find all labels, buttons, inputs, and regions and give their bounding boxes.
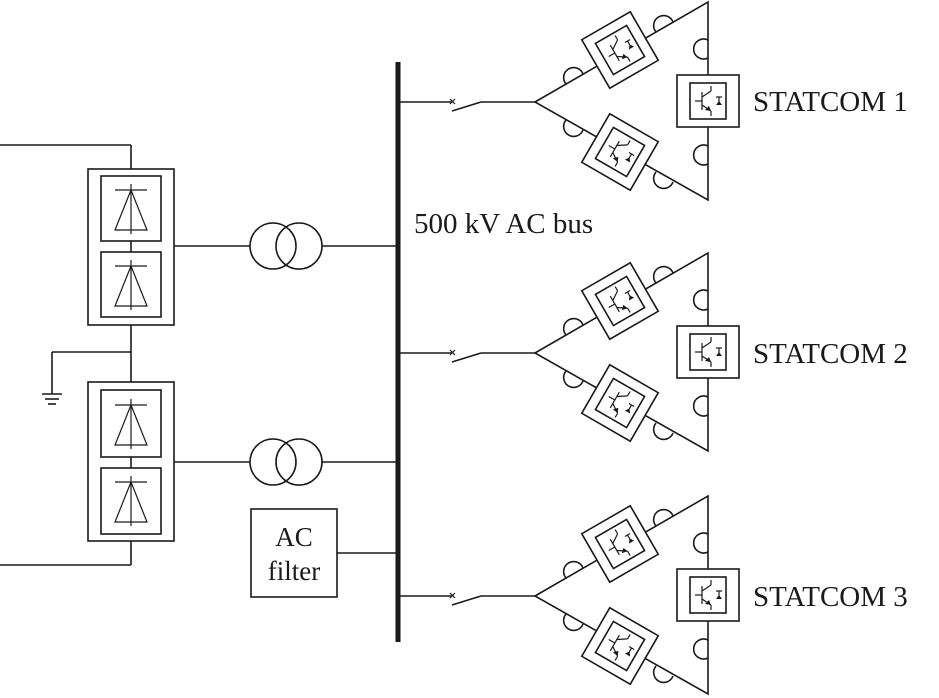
switch-blade xyxy=(451,101,482,112)
switch-blade xyxy=(451,352,482,363)
reactor-icon xyxy=(692,289,709,311)
reactor-icon xyxy=(562,560,584,579)
transformer-lower xyxy=(174,438,398,486)
switch-blade xyxy=(451,595,482,606)
converter-module-icon xyxy=(676,568,740,622)
rectifier-stack-upper xyxy=(0,144,175,326)
reactor-icon xyxy=(562,613,584,632)
rectifier-stack-lower xyxy=(0,381,175,566)
ac-filter-label-line1: AC xyxy=(275,522,313,552)
statcom-2-circuit xyxy=(398,251,740,453)
statcom-2-label: STATCOM 2 xyxy=(753,338,908,370)
breaker-x-icon xyxy=(449,349,456,356)
statcom-1-label: STATCOM 1 xyxy=(753,86,908,118)
statcom-3-circuit xyxy=(398,494,740,696)
reactor-icon xyxy=(652,508,674,527)
reactor-icon xyxy=(652,665,674,684)
reactor-icon xyxy=(692,532,709,554)
converter-module-icon xyxy=(580,261,660,341)
converter-module-icon xyxy=(676,325,740,379)
converter-module-icon xyxy=(580,10,660,90)
reactor-icon xyxy=(562,119,584,138)
breaker-x-icon xyxy=(449,98,456,105)
converter-module-icon xyxy=(580,606,660,686)
reactor-icon xyxy=(692,144,709,166)
bus-label: 500 kV AC bus xyxy=(414,208,594,240)
breaker-x-icon xyxy=(449,592,456,599)
reactor-icon xyxy=(692,638,709,660)
reactor-icon xyxy=(652,265,674,284)
converter-module-icon xyxy=(676,74,740,128)
ac-filter xyxy=(250,508,398,598)
ground-icon xyxy=(42,393,62,405)
converter-module-icon xyxy=(580,112,660,192)
reactor-icon xyxy=(652,422,674,441)
reactor-icon xyxy=(562,66,584,85)
reactor-icon xyxy=(562,370,584,389)
reactor-icon xyxy=(652,14,674,33)
transformer-upper xyxy=(174,222,398,270)
ac-filter-label-line2: filter xyxy=(267,556,321,586)
statcom-1-circuit xyxy=(398,0,740,202)
reactor-icon xyxy=(562,317,584,336)
converter-module-icon xyxy=(580,504,660,584)
ground-connection xyxy=(51,325,132,394)
reactor-icon xyxy=(692,395,709,417)
reactor-icon xyxy=(692,38,709,60)
reactor-icon xyxy=(652,171,674,190)
converter-module-icon xyxy=(580,363,660,443)
statcom-3-label: STATCOM 3 xyxy=(753,581,908,613)
